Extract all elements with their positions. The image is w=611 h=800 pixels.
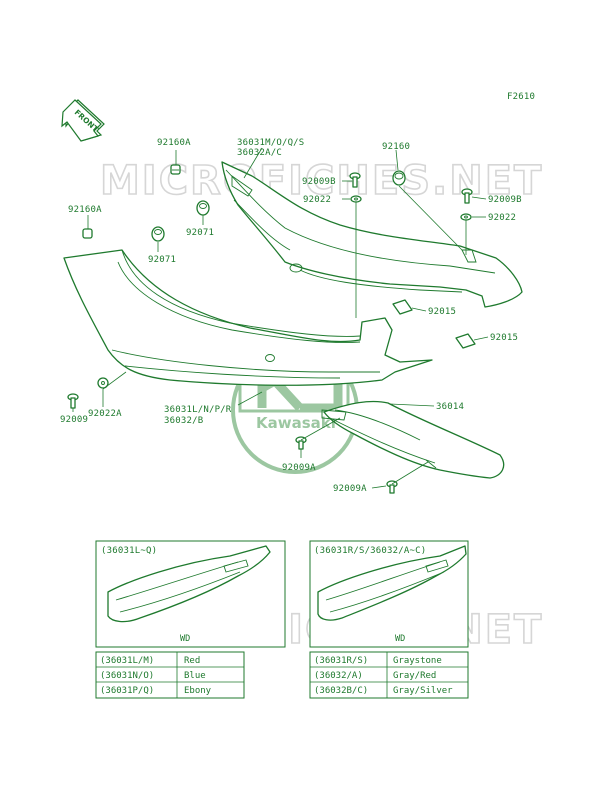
side-cover-right xyxy=(221,161,523,308)
variant-right-title: (36031R/S/36032/A~C) xyxy=(314,546,426,556)
bolt-92009A-mid xyxy=(295,436,307,450)
table-left-color-1: Blue xyxy=(184,671,206,681)
variant-left-wd: WD xyxy=(180,634,190,644)
color-table-right: (36031R/S) Graystone (36032/A) Gray/Red … xyxy=(309,651,469,699)
grommet-92160 xyxy=(392,170,406,186)
bolt-92009B-left xyxy=(349,172,361,188)
bolt-92009B-right xyxy=(461,188,473,204)
label-92071-left: 92071 xyxy=(148,255,176,265)
table-right-color-1: Gray/Red xyxy=(393,671,436,681)
table-left-code-0: (36031L/M) xyxy=(100,656,154,666)
label-36031M: 36031M/O/Q/S xyxy=(237,138,304,148)
label-92160A-top: 92160A xyxy=(157,138,191,148)
table-right-color-2: Gray/Silver xyxy=(393,686,453,696)
label-92071-mid: 92071 xyxy=(186,228,214,238)
bolt-92009 xyxy=(67,393,79,409)
table-left-code-1: (36031N/O) xyxy=(100,671,154,681)
label-36032B: 36032/B xyxy=(164,416,203,426)
logo-text: Kawasaki xyxy=(256,414,336,432)
variant-right-wd: WD xyxy=(395,634,405,644)
label-92009B-right: 92009B xyxy=(488,195,522,205)
label-92015-right: 92015 xyxy=(490,333,518,343)
grommet-92160A-top xyxy=(170,164,181,175)
label-36032AC: 36032A/C xyxy=(237,148,282,158)
table-right-code-2: (36032B/C) xyxy=(314,686,368,696)
figure-code: F2610 xyxy=(507,92,535,102)
label-92009A-mid: 92009A xyxy=(282,463,316,473)
label-92015-mid: 92015 xyxy=(428,307,456,317)
table-right-code-1: (36032/A) xyxy=(314,671,363,681)
table-left-color-0: Red xyxy=(184,656,200,666)
variant-left-title: (36031L~Q) xyxy=(101,546,157,556)
label-92009B-left: 92009B xyxy=(302,177,336,187)
leader-lines xyxy=(72,147,489,489)
label-92009: 92009 xyxy=(60,415,88,425)
washer-92022-mid xyxy=(350,195,362,203)
clip-92015-mid xyxy=(392,299,413,315)
label-36031L: 36031L/N/P/R xyxy=(164,405,232,415)
washer-92022A xyxy=(97,377,109,389)
washer-92022-right xyxy=(460,213,472,221)
label-92022A: 92022A xyxy=(88,409,122,419)
label-92022-mid: 92022 xyxy=(303,195,331,205)
table-left-color-2: Ebony xyxy=(184,686,212,696)
label-36014: 36014 xyxy=(436,402,464,412)
table-right-code-0: (36031R/S) xyxy=(314,656,368,666)
clip-92015-right xyxy=(455,333,476,349)
rear-cover xyxy=(321,400,505,479)
damper-92071-left xyxy=(151,226,165,242)
variant-box-left: (36031L~Q) WD xyxy=(95,540,286,648)
grommet-92160A-left xyxy=(82,228,93,239)
label-92009A-low: 92009A xyxy=(333,484,367,494)
color-table-left: (36031L/M) Red (36031N/O) Blue (36031P/Q… xyxy=(95,651,245,699)
label-92160A-left: 92160A xyxy=(68,205,102,215)
variant-box-right: (36031R/S/36032/A~C) WD xyxy=(309,540,469,648)
label-92022-right: 92022 xyxy=(488,213,516,223)
damper-92071-mid xyxy=(196,200,210,216)
bolt-92009A-low xyxy=(386,480,398,494)
side-cover-left xyxy=(63,249,433,386)
front-arrow-icon: FRONT xyxy=(61,99,105,142)
table-left-code-2: (36031P/Q) xyxy=(100,686,154,696)
label-92160: 92160 xyxy=(382,142,410,152)
table-right-color-0: Graystone xyxy=(393,656,442,666)
